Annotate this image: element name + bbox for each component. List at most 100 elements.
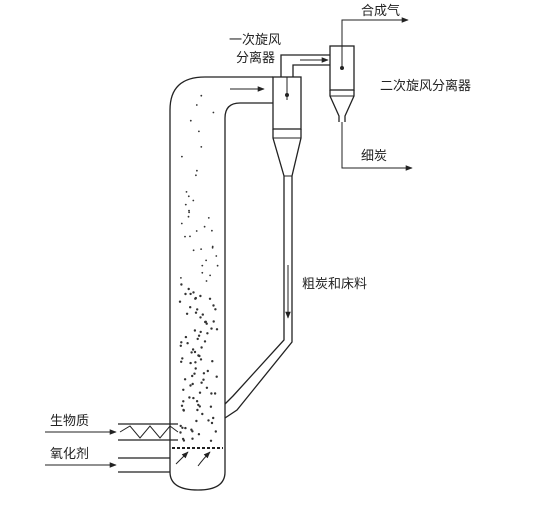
particle: [205, 386, 209, 389]
primary-cyclone-label-line1: 一次旋风: [229, 32, 281, 48]
particle: [196, 169, 198, 172]
particle: [213, 392, 217, 395]
particle: [210, 392, 213, 395]
particle: [184, 292, 187, 296]
particle: [189, 361, 192, 365]
particle: [216, 264, 219, 267]
particle: [198, 354, 201, 358]
particle: [198, 130, 200, 133]
syngas-label: 合成气: [361, 3, 400, 19]
syngas-flow-arrow: [341, 17, 409, 46]
coarse-char-label: 粗炭和床料: [302, 277, 367, 292]
particle: [185, 191, 188, 193]
particle: [205, 322, 208, 325]
particle: [211, 360, 214, 363]
particle: [186, 342, 189, 345]
particle: [209, 405, 213, 408]
particle: [203, 340, 207, 343]
particle: [181, 155, 183, 158]
particle: [199, 294, 202, 298]
particle: [207, 419, 210, 422]
particle: [201, 313, 204, 316]
particle: [205, 259, 208, 262]
particle: [212, 320, 215, 323]
primary-cyclone: [272, 76, 302, 182]
particle: [198, 391, 202, 394]
particle: [191, 382, 194, 386]
particle: [184, 335, 188, 339]
primary-cyclone-label-line2: 分离器: [236, 50, 275, 66]
particle: [180, 341, 183, 344]
particle: [181, 357, 184, 360]
particle: [194, 367, 197, 370]
particle: [198, 405, 201, 408]
particle: [201, 271, 204, 274]
particle: [212, 304, 215, 307]
particle: [188, 211, 191, 214]
particle: [197, 403, 200, 407]
particle: [195, 174, 197, 177]
particle: [199, 316, 202, 319]
particle: [214, 430, 217, 433]
particle: [200, 381, 203, 384]
fine-char-label: 细炭: [361, 149, 387, 164]
riser-reactor: [169, 76, 273, 491]
particle: [215, 328, 219, 331]
particle: [179, 344, 182, 347]
particle: [190, 351, 193, 354]
particle: [195, 104, 198, 106]
particle: [203, 225, 206, 228]
particle: [199, 358, 203, 361]
particle: [196, 308, 199, 311]
oxidant-label: 氧化剂: [50, 447, 89, 462]
particle: [211, 245, 214, 248]
particle: [178, 300, 182, 303]
fine-char-flow-arrow: [341, 122, 413, 171]
particle: [204, 320, 207, 323]
particle: [206, 369, 209, 373]
particle: [207, 217, 210, 219]
particle: [196, 337, 199, 341]
particle: [193, 372, 196, 375]
particle: [199, 330, 202, 334]
particle: [179, 424, 182, 428]
secondary-cyclone-label: 二次旋风分离器: [380, 78, 471, 94]
particle: [191, 430, 194, 433]
particle: [180, 283, 183, 286]
particle: [192, 291, 195, 294]
particle: [191, 374, 194, 378]
particle: [180, 404, 184, 407]
particle: [214, 308, 217, 311]
particle: [210, 327, 213, 330]
particle: [202, 372, 206, 375]
particle: [191, 348, 195, 351]
particle: [211, 246, 214, 249]
particle: [195, 419, 198, 423]
particle: [200, 248, 203, 251]
particle: [191, 437, 194, 440]
particle: [187, 195, 190, 198]
particle: [193, 350, 197, 354]
particle: [184, 426, 187, 430]
particle: [189, 306, 192, 309]
particle: [197, 433, 201, 436]
particle: [185, 312, 189, 315]
particle: [212, 111, 215, 114]
particle: [195, 400, 199, 403]
particle: [188, 396, 191, 399]
biomass-label: 生物质: [50, 414, 89, 429]
dipleg: [224, 182, 293, 419]
particle: [205, 280, 208, 282]
particle: [206, 332, 209, 335]
particle: [200, 146, 203, 148]
particle: [180, 222, 183, 225]
particle: [192, 396, 195, 400]
particle: [197, 334, 201, 337]
biomass-feeder: [118, 423, 179, 441]
particle: [180, 360, 183, 363]
particle: [184, 235, 186, 238]
particle: [180, 277, 182, 279]
particle: [211, 229, 213, 232]
particle: [200, 94, 203, 97]
particle: [192, 249, 195, 252]
